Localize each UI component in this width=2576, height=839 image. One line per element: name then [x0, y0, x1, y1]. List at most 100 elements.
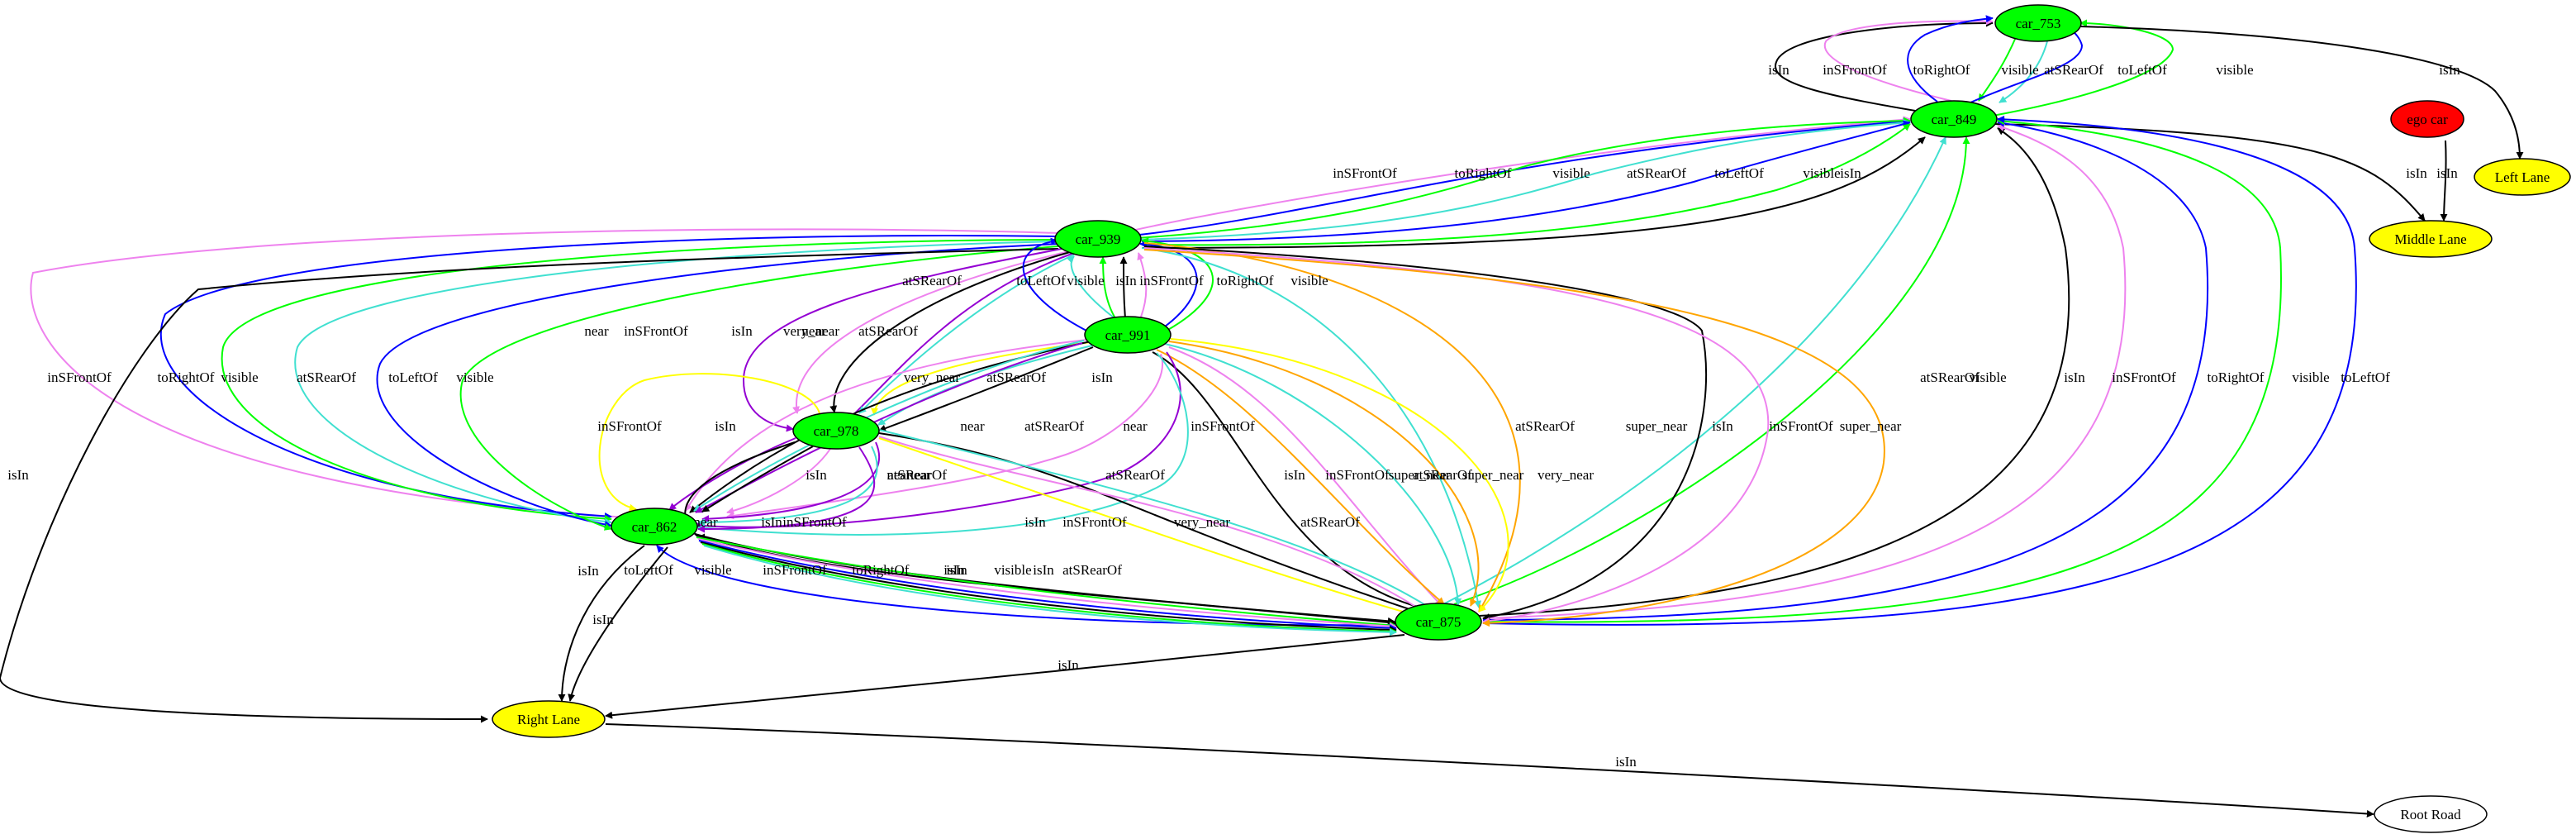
edge-very_near: [878, 437, 1439, 624]
edge-label: visible: [1067, 273, 1104, 288]
edge-label: atSRearOf: [2044, 62, 2103, 78]
edge-visible: [696, 536, 1397, 629]
edge-isIn: [1143, 246, 1708, 621]
edge-label: inSFrontOf: [624, 323, 688, 339]
node-label: Left Lane: [2495, 169, 2550, 185]
edge-label: visible: [2292, 369, 2329, 385]
edge-near: [742, 248, 1062, 432]
edge-isIn: [605, 723, 2374, 818]
edge-label: visible: [994, 562, 1031, 578]
edge-label: toRightOf: [1455, 165, 1512, 181]
node-car-991[interactable]: car_991: [1084, 316, 1172, 354]
edge-label: isIn: [1057, 657, 1079, 673]
edge-visible: [1135, 117, 1911, 239]
edge-label: visible: [456, 369, 493, 385]
edge-label: inSFrontOf: [47, 369, 112, 385]
edge-atSRearOf: [1999, 41, 2048, 103]
edge-label: atSRearOf: [1024, 418, 1084, 434]
node-car-978[interactable]: car_978: [792, 412, 880, 450]
edge-toLeftOf: [1482, 115, 2357, 626]
edge-label: inSFrontOf: [1062, 514, 1127, 530]
edge-label: isIn: [731, 323, 753, 339]
edge-visible: [1141, 123, 1911, 246]
edge-label: near: [906, 467, 931, 483]
edge-label: atSRearOf: [1413, 467, 1472, 483]
edge-label: isIn: [715, 418, 736, 434]
node-car-862[interactable]: car_862: [611, 508, 698, 546]
edge-atSRearOf: [878, 429, 1437, 613]
edge-label: isIn: [2436, 165, 2458, 181]
node-label: ego car: [2407, 112, 2448, 127]
edge-toRightOf: [159, 235, 1059, 520]
edge-label: atSRearOf: [1515, 418, 1575, 434]
edge-toRightOf: [698, 540, 1397, 632]
edge-super_near: [1143, 242, 1521, 613]
node-ego-car[interactable]: ego car: [2390, 100, 2464, 138]
node-shape: [2374, 795, 2488, 833]
edges-layer: [0, 15, 2524, 818]
edge-toLeftOf: [1141, 120, 1911, 242]
edge-label: atSRearOf: [986, 369, 1046, 385]
edge-atSRearOf: [858, 254, 1075, 414]
node-car-849[interactable]: car_849: [1910, 100, 1998, 138]
edge-label: isIn: [2406, 165, 2427, 181]
edge-label: super_near: [1462, 467, 1524, 483]
node-shape: [1084, 316, 1172, 354]
edge-isIn: [0, 248, 1059, 723]
edge-label: inSFrontOf: [1333, 165, 1397, 181]
edge-label: inSFrontOf: [1769, 418, 1833, 434]
node-label: Root Road: [2400, 807, 2461, 822]
edge-isIn: [1141, 136, 1926, 249]
edge-label: super_near: [1389, 467, 1451, 483]
edge-label: near: [584, 323, 609, 339]
node-left-lane[interactable]: Left Lane: [2474, 158, 2571, 196]
node-car-875[interactable]: car_875: [1395, 603, 1482, 641]
node-label: car_862: [632, 519, 677, 535]
edge-label: atSRearOf: [1062, 562, 1122, 578]
edge-isIn: [1774, 19, 1994, 117]
edge-isIn: [878, 432, 1430, 617]
edge-visible: [1992, 19, 2174, 117]
edge-label: very_near: [783, 323, 839, 339]
node-shape: [1910, 100, 1998, 138]
edge-label: inSFrontOf: [782, 514, 847, 530]
edge-visible: [1978, 36, 2017, 102]
edge-label: atSRearOf: [858, 323, 918, 339]
edge-label: atSRearOf: [1920, 369, 1980, 385]
edge-label: isIn: [1284, 467, 1305, 483]
edge-isIn: [1478, 127, 2070, 617]
node-label: car_753: [2016, 16, 2061, 31]
edge-inSFrontOf: [792, 251, 1067, 414]
edge-label: toRightOf: [158, 369, 215, 385]
edge-label: isIn: [2064, 369, 2085, 385]
edge-inSFrontOf: [1137, 252, 1148, 320]
edge-visible: [1099, 256, 1116, 319]
node-right-lane[interactable]: Right Lane: [492, 700, 606, 738]
edge-very_near: [1170, 338, 1509, 613]
edge-isIn: [1119, 256, 1128, 319]
edge-toRightOf: [1907, 15, 1994, 102]
edge-label: very_near: [904, 369, 960, 385]
edge-label: toRightOf: [1217, 273, 1274, 288]
node-middle-lane[interactable]: Middle Lane: [2369, 220, 2493, 258]
edge-inSFrontOf: [30, 228, 1059, 523]
edge-inSFrontOf: [1168, 346, 1442, 607]
edge-label: inSFrontOf: [763, 562, 827, 578]
edge-near: [701, 441, 880, 523]
edge-label: isIn: [7, 467, 29, 483]
edge-isIn: [829, 251, 1071, 413]
node-shape: [1054, 220, 1142, 258]
node-car-753[interactable]: car_753: [1994, 4, 2082, 42]
edge-label: inSFrontOf: [1139, 273, 1204, 288]
edge-visible: [1453, 136, 1970, 605]
edge-very_near: [871, 341, 1091, 416]
node-label: Middle Lane: [2394, 231, 2466, 247]
node-car-939[interactable]: car_939: [1054, 220, 1142, 258]
node-root-road[interactable]: Root Road: [2374, 795, 2488, 833]
edge-inSFrontOf: [1482, 124, 2127, 619]
edge-label: isIn: [761, 514, 782, 530]
node-label: car_991: [1105, 327, 1151, 343]
edge-inSFrontOf: [697, 538, 1397, 630]
edge-label: inSFrontOf: [1325, 467, 1390, 483]
